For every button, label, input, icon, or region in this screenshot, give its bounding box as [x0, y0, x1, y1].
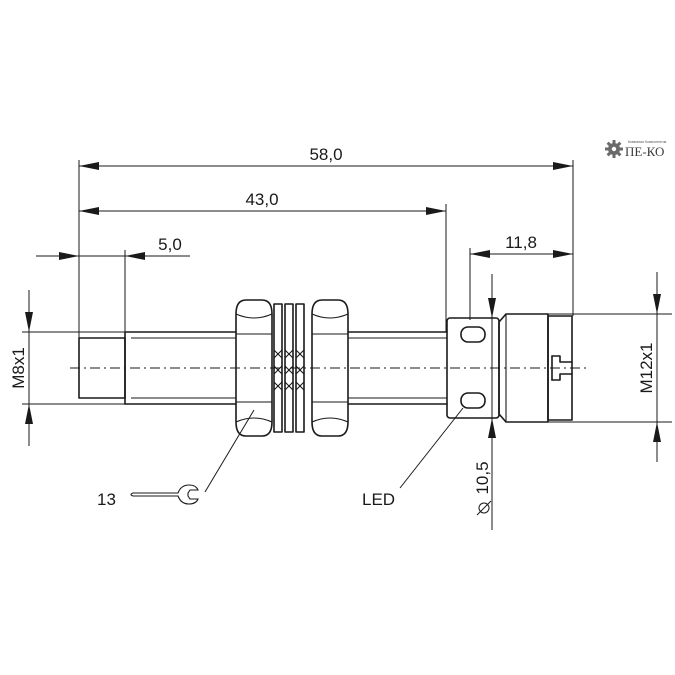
label-5: 5,0: [158, 235, 182, 254]
label-43: 43,0: [245, 190, 278, 209]
led-callout: LED: [362, 407, 464, 509]
logo-text: ПЕ-КО: [625, 144, 664, 159]
label-led: LED: [362, 490, 395, 509]
dim-sensing-face: 5,0: [36, 235, 190, 260]
hex-nut-right: [311, 299, 349, 437]
dim-overall-length: 58,0: [79, 145, 573, 170]
logo-tagline: Компания Компонентов: [628, 140, 667, 144]
hex-nut-left: [235, 299, 273, 437]
gear-icon: [605, 140, 623, 158]
sensor-barrel: [78, 331, 448, 405]
label-wrench-size: 13: [97, 490, 116, 509]
label-11-8: 11,8: [505, 233, 537, 252]
label-10-5: 10,5: [473, 461, 492, 494]
dim-led-diameter: 10,5: [473, 274, 496, 530]
dim-body-length: 43,0: [79, 190, 446, 215]
dim-thread-m8: M8x1: [9, 290, 33, 446]
label-m12: M12x1: [637, 342, 656, 393]
wrench-icon: [130, 484, 199, 505]
wrench-callout: 13: [97, 409, 255, 509]
led-window-bottom: [460, 392, 486, 409]
led-window-top: [460, 326, 486, 343]
lock-washers: [273, 303, 305, 433]
dim-connector-length: 11,8: [470, 233, 573, 258]
label-m8: M8x1: [9, 347, 28, 389]
extension-lines: [22, 160, 672, 423]
connector-m12: [498, 313, 573, 423]
company-logo: Компания Компонентов ПЕ-КО: [605, 140, 667, 159]
diameter-icon: [476, 500, 492, 516]
dim-thread-m12: M12x1: [637, 272, 661, 462]
label-58: 58,0: [309, 145, 342, 164]
